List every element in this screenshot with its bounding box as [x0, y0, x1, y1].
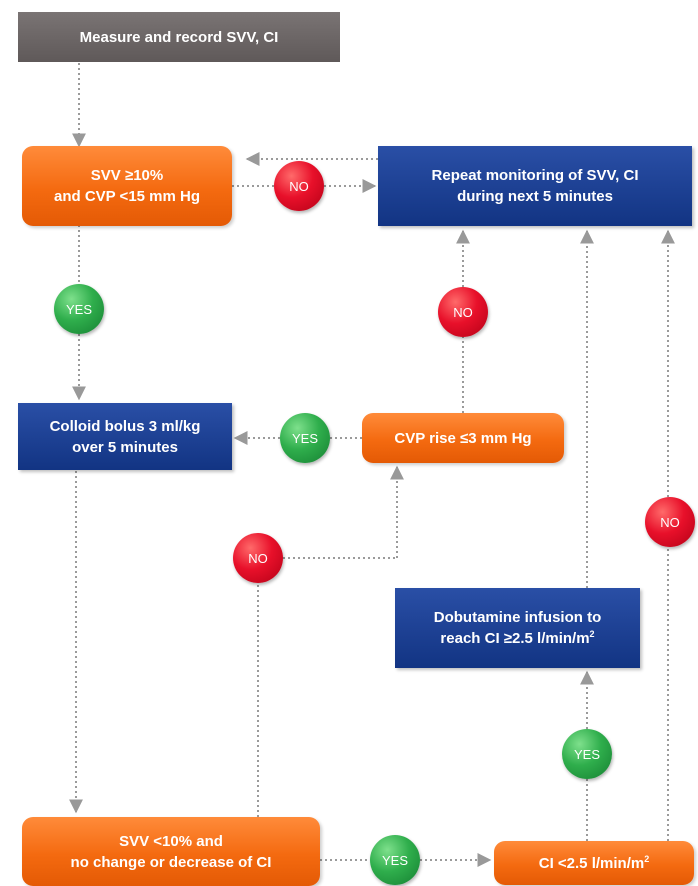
svv-cvp-decision-box: SVV ≥10% and CVP <15 mm Hg [22, 146, 232, 226]
no-circle-ci-to-repeat: NO [645, 497, 695, 547]
dobutamine-box: Dobutamine infusion to reach CI ≥2.5 l/m… [395, 588, 640, 668]
ci-low-decision-box: CI <2.5 l/min/m2 [494, 841, 694, 885]
svv-no-change-line1: SVV <10% and [119, 832, 223, 850]
yes-circle-bottom-to-ci: YES [370, 835, 420, 885]
svv-no-change-line2: no change or decrease of CI [70, 853, 272, 871]
measure-record-label: Measure and record SVV, CI [79, 28, 279, 46]
repeat-monitoring-line2: during next 5 minutes [457, 188, 613, 205]
no-circle-cvp-to-repeat: NO [438, 287, 488, 337]
ci-low-label: CI <2.5 l/min/m2 [538, 853, 650, 872]
repeat-monitoring-box: Repeat monitoring of SVV, CI during next… [378, 146, 692, 226]
yes-circle-check-to-colloid: YES [54, 284, 104, 334]
svv-cvp-line1: SVV ≥10% [90, 167, 164, 184]
dobutamine-line1: Dobutamine infusion to [433, 609, 602, 626]
colloid-bolus-line1: Colloid bolus 3 ml/kg [49, 417, 201, 435]
cvp-rise-decision-box: CVP rise ≤3 mm Hg [362, 413, 564, 463]
colloid-bolus-box: Colloid bolus 3 ml/kg over 5 minutes [18, 403, 232, 470]
svv-no-change-decision-box: SVV <10% and no change or decrease of CI [22, 817, 320, 886]
no-circle-bottom-to-cvp: NO [233, 533, 283, 583]
no-circle-check-to-repeat: NO [274, 161, 324, 211]
cvp-rise-label: CVP rise ≤3 mm Hg [394, 429, 532, 447]
yes-circle-cvp-to-colloid: YES [280, 413, 330, 463]
repeat-monitoring-line1: Repeat monitoring of SVV, CI [431, 167, 639, 184]
colloid-bolus-line2: over 5 minutes [72, 438, 178, 456]
measure-record-box: Measure and record SVV, CI [18, 12, 340, 62]
dobutamine-line2: reach CI ≥2.5 l/min/m2 [440, 629, 595, 648]
yes-circle-ci-to-dobutamine: YES [562, 729, 612, 779]
svv-cvp-line2: and CVP <15 mm Hg [53, 188, 201, 205]
